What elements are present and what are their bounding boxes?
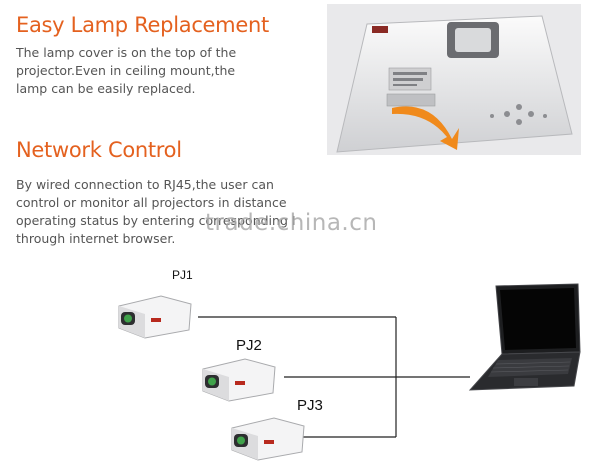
projector-label-pj1: PJ1	[172, 268, 193, 282]
projector-icon	[202, 358, 276, 402]
network-text-line: control or monitor all projectors in dis…	[16, 195, 287, 210]
lamp-text-line: projector.Even in ceiling mount,the	[16, 63, 236, 78]
network-text-line: through internet browser.	[16, 231, 176, 246]
laptop-icon	[468, 283, 581, 391]
lamp-section-text: The lamp cover is on the top of the proj…	[16, 44, 316, 98]
network-text-line: By wired connection to RJ45,the user can	[16, 177, 274, 192]
projector-label-pj2: PJ2	[236, 337, 262, 354]
projector-icon	[231, 417, 305, 461]
curved-orange-arrow-icon	[392, 106, 459, 150]
lamp-text-line: The lamp cover is on the top of the	[16, 45, 237, 60]
projector-pj2	[199, 355, 277, 407]
watermark: trade.china.cn	[205, 210, 378, 236]
network-section-text: By wired connection to RJ45,the user can…	[16, 176, 316, 248]
projector-label-pj3: PJ3	[297, 397, 323, 414]
projector-pj1	[115, 292, 193, 344]
lamp-section-title: Easy Lamp Replacement	[16, 13, 269, 37]
projector-top-photo	[327, 4, 581, 155]
network-text-line: operating status by entering correspondi…	[16, 213, 296, 228]
network-section-title: Network Control	[16, 138, 182, 162]
projector-icon	[118, 295, 192, 339]
projector-pj3	[228, 414, 306, 466]
projector-top-view-photo	[336, 15, 573, 153]
lamp-text-line: lamp can be easily replaced.	[16, 81, 196, 96]
